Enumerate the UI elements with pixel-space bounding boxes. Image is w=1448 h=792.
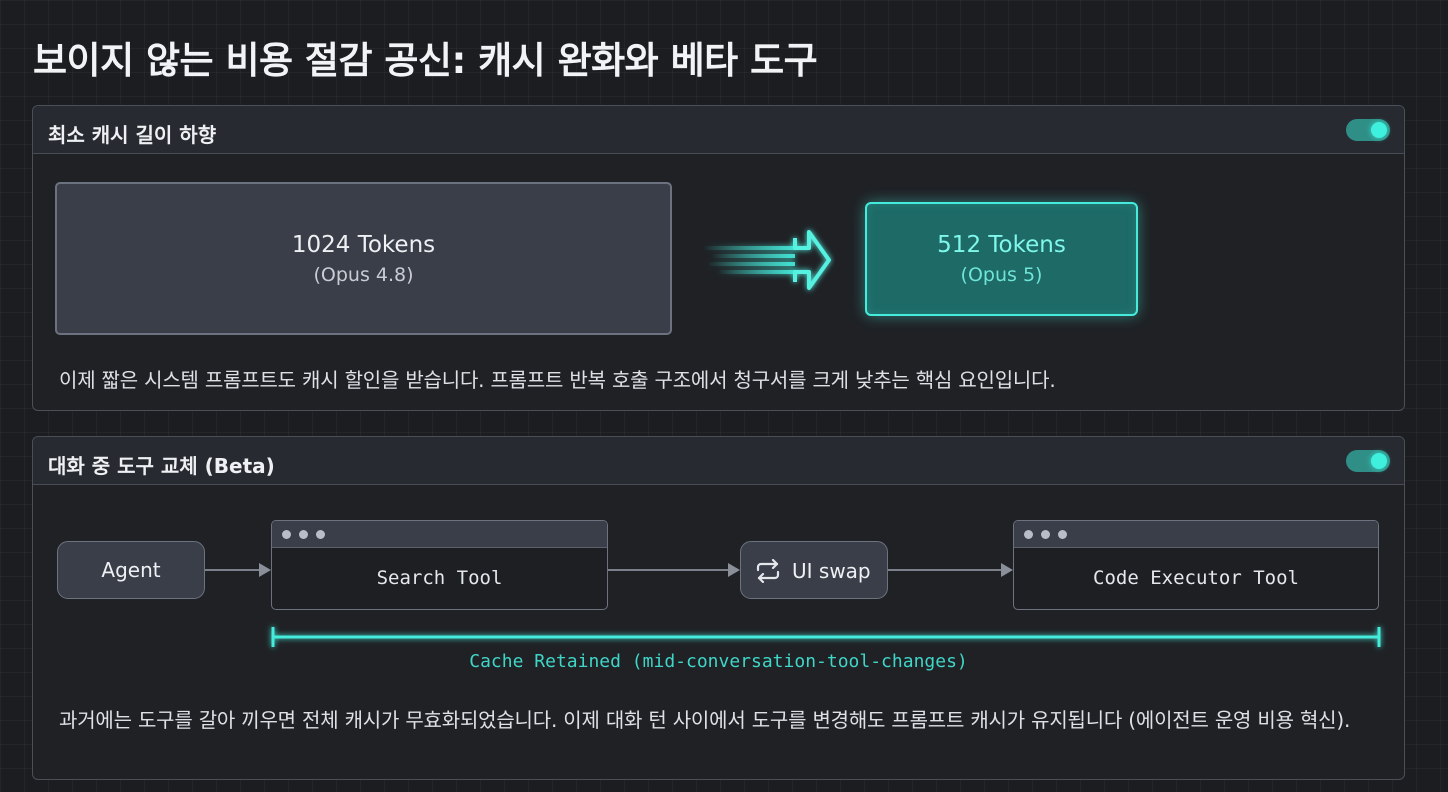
window-dot-icon bbox=[282, 530, 291, 539]
connector-agent-search bbox=[205, 563, 271, 577]
window-dot-icon bbox=[1041, 530, 1050, 539]
page-title: 보이지 않는 비용 절감 공신: 캐시 완화와 베타 도구 bbox=[33, 39, 818, 82]
old-token-box: 1024 Tokens (Opus 4.8) bbox=[55, 182, 672, 335]
new-token-box: 512 Tokens (Opus 5) bbox=[865, 202, 1138, 316]
tool-swap-panel: 대화 중 도구 교체 (Beta) Agent bbox=[32, 436, 1405, 780]
swap-label: UI swap bbox=[792, 559, 871, 583]
toggle-knob bbox=[1371, 453, 1387, 469]
connector-swap-executor bbox=[888, 563, 1013, 577]
old-model-label: (Opus 4.8) bbox=[313, 264, 414, 286]
connector-search-swap bbox=[608, 563, 740, 577]
window-titlebar bbox=[272, 521, 607, 548]
cache-retained-line bbox=[271, 627, 1381, 647]
new-model-label: (Opus 5) bbox=[960, 264, 1043, 286]
cache-length-panel: 최소 캐시 길이 하향 1024 Tokens (Opus 4.8) bbox=[32, 105, 1405, 411]
swap-icon bbox=[756, 559, 780, 583]
tool-swap-description: 과거에는 도구를 갈아 끼우면 전체 캐시가 무효화되었습니다. 이제 대화 턴… bbox=[59, 708, 1351, 732]
window-dot-icon bbox=[299, 530, 308, 539]
panel-header: 대화 중 도구 교체 (Beta) bbox=[33, 437, 1404, 485]
agent-node: Agent bbox=[57, 541, 205, 599]
panel-header: 최소 캐시 길이 하향 bbox=[33, 106, 1404, 154]
toggle-knob bbox=[1371, 122, 1387, 138]
cache-retained-label: Cache Retained (mid-conversation-tool-ch… bbox=[469, 651, 968, 672]
old-token-count: 1024 Tokens bbox=[291, 232, 436, 258]
code-executor-tool-label: Code Executor Tool bbox=[1093, 567, 1299, 589]
panel-title: 최소 캐시 길이 하향 bbox=[48, 123, 217, 147]
search-tool-window: Search Tool bbox=[271, 520, 608, 610]
swap-node: UI swap bbox=[740, 541, 888, 599]
new-token-count: 512 Tokens bbox=[937, 232, 1066, 258]
cache-length-description: 이제 짧은 시스템 프롬프트도 캐시 할인을 받습니다. 프롬프트 반복 호출 … bbox=[59, 368, 1056, 392]
search-tool-label: Search Tool bbox=[376, 567, 503, 589]
window-dot-icon bbox=[1058, 530, 1067, 539]
window-dot-icon bbox=[316, 530, 325, 539]
tool-swap-toggle[interactable] bbox=[1346, 450, 1390, 472]
panel-title: 대화 중 도구 교체 (Beta) bbox=[48, 454, 275, 478]
right-arrow-icon bbox=[703, 230, 831, 290]
window-titlebar bbox=[1014, 521, 1378, 548]
window-dot-icon bbox=[1024, 530, 1033, 539]
cache-length-toggle[interactable] bbox=[1346, 119, 1390, 141]
code-executor-tool-window: Code Executor Tool bbox=[1013, 520, 1379, 610]
